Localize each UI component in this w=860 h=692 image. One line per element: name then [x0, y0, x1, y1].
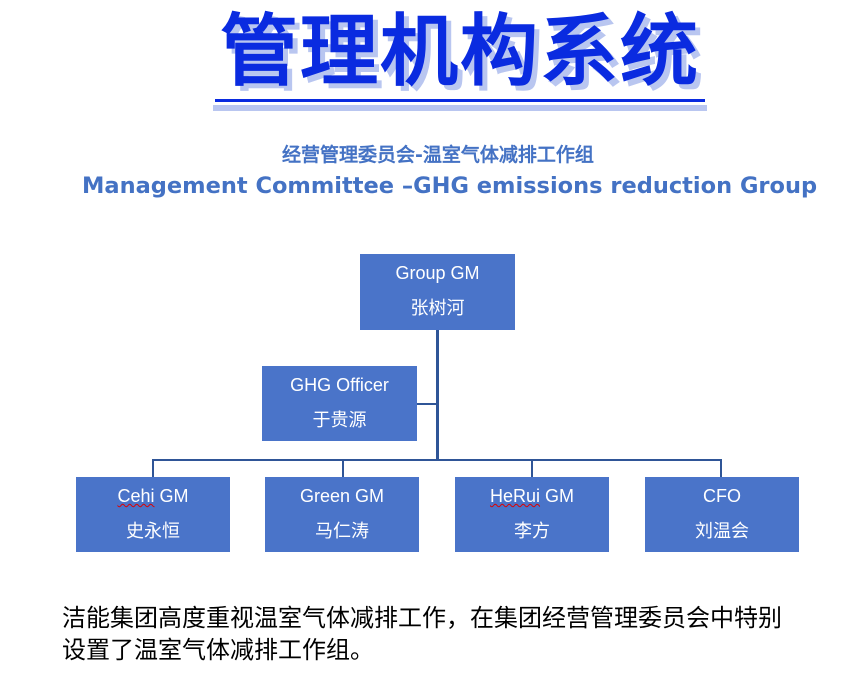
role-label-part: Green GM	[299, 486, 385, 506]
subtitle-chinese: 经营管理委员会-温室气体减排工作组	[282, 144, 594, 166]
person-name: 张树河	[410, 298, 465, 319]
connector-line	[531, 459, 533, 477]
person-name: 史永恒	[126, 521, 180, 542]
connector-line	[152, 459, 722, 461]
page-title: 管理机构系统	[219, 7, 700, 97]
connector-line	[152, 459, 154, 477]
person-name: 于贵源	[312, 410, 367, 431]
org-box-ghg-officer: GHG Officer 于贵源	[262, 366, 417, 441]
role-label: GHG Officer	[290, 375, 389, 395]
role-label-part: Cehi	[117, 486, 155, 506]
person-name: 马仁涛	[315, 521, 369, 542]
subtitle-english: Management Committee –GHG emissions redu…	[82, 173, 818, 199]
role-label-part: GM	[154, 486, 189, 506]
connector-line	[342, 459, 344, 477]
org-box-cehi-gm: Cehi GM 史永恒	[76, 477, 230, 552]
role-label-part: GM	[540, 486, 575, 506]
person-name: 刘温会	[695, 521, 749, 542]
org-box-group-gm: Group GM 张树河	[360, 254, 515, 330]
org-box-green-gm: Green GM 马仁涛	[265, 477, 419, 552]
connector-line	[417, 403, 437, 405]
org-box-cfo: CFO 刘温会	[645, 477, 799, 552]
role-label: CFO	[645, 485, 799, 507]
role-label: Green GM	[265, 485, 419, 507]
role-label: HeRui GM	[455, 485, 609, 507]
connector-line	[720, 459, 722, 477]
title-underline	[215, 99, 705, 102]
connector-line	[436, 330, 439, 461]
role-label-part: CFO	[703, 486, 741, 506]
role-label-part: HeRui	[489, 486, 541, 506]
description-text: 洁能集团高度重视温室气体减排工作，在集团经营管理委员会中特别设置了温室气体减排工…	[62, 604, 782, 664]
person-name: 李方	[514, 521, 550, 542]
role-label: Cehi GM	[76, 485, 230, 507]
role-label: Group GM	[395, 263, 480, 283]
title-underline-shadow	[213, 105, 707, 111]
org-box-herui-gm: HeRui GM 李方	[455, 477, 609, 552]
